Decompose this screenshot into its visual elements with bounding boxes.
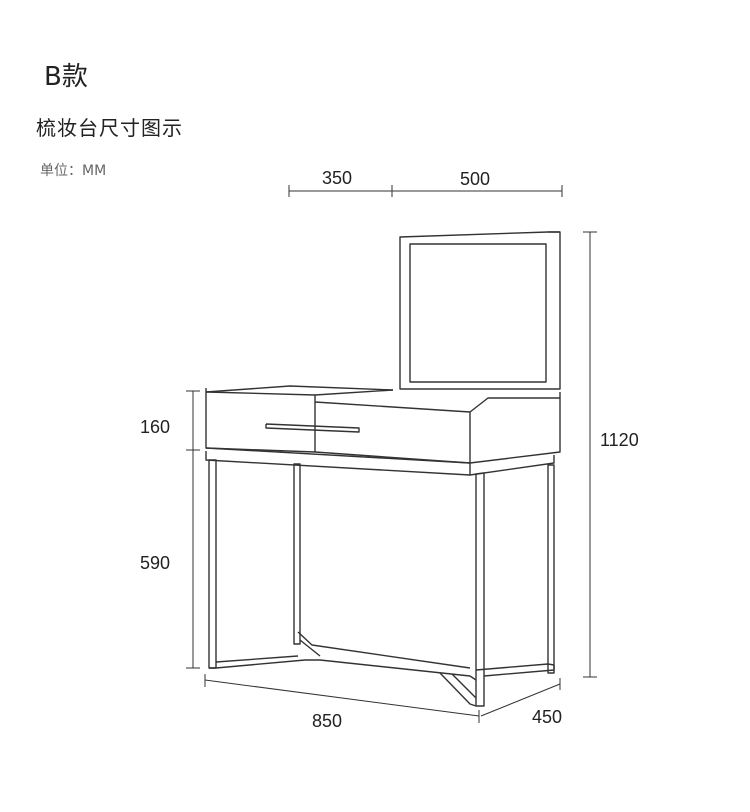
dim-label-590: 590 — [140, 553, 170, 573]
dim-label-1120: 1120 — [600, 430, 639, 450]
dim-label-850: 850 — [312, 711, 342, 731]
dim-label-160: 160 — [140, 417, 170, 437]
tabletop — [205, 385, 561, 464]
diagram-subtitle: 梳妆台尺寸图示 — [36, 116, 183, 140]
dim-label-450: 450 — [532, 707, 562, 727]
page-title: B款 — [44, 62, 88, 92]
unit-label: 单位：MM — [40, 163, 107, 179]
dim-label-350: 350 — [322, 168, 352, 188]
mirror — [399, 231, 561, 390]
metal-frame — [205, 451, 555, 707]
dim-label-500: 500 — [460, 169, 490, 189]
drawer-handle — [265, 423, 360, 433]
